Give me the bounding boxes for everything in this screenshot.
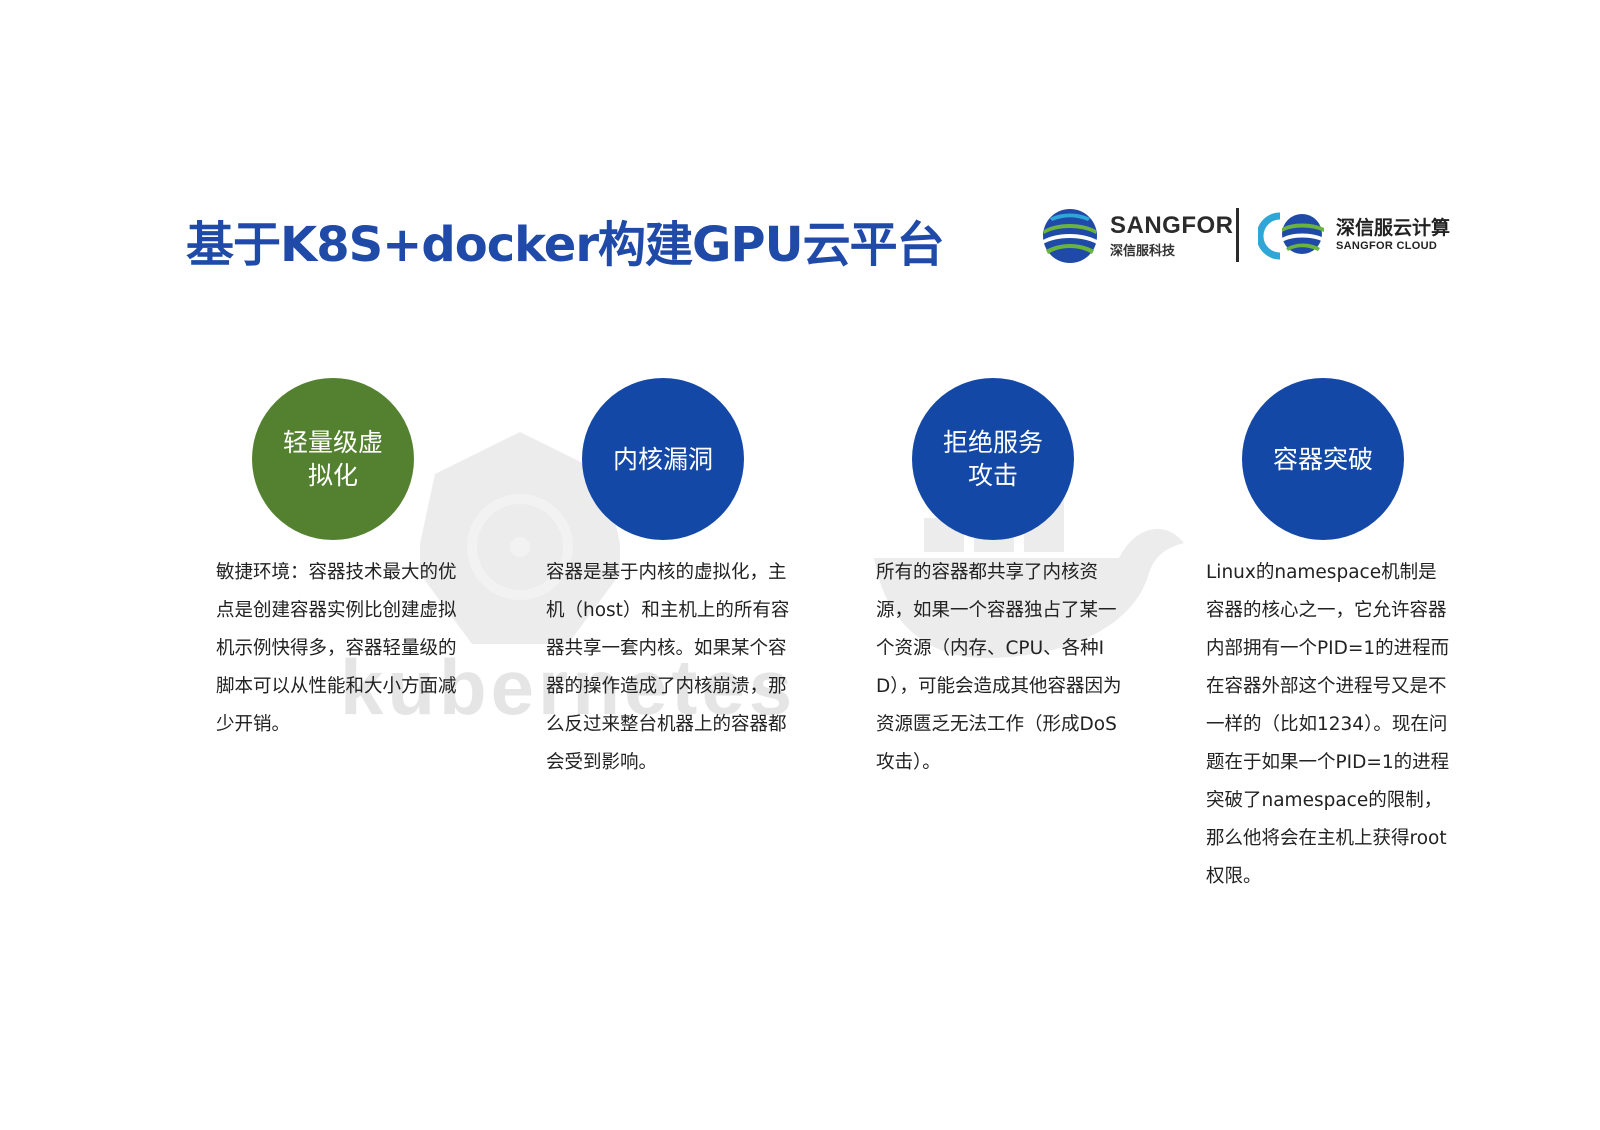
logo-divider — [1236, 208, 1239, 262]
sangfor-name: SANGFOR — [1110, 212, 1234, 239]
sangfor-cloud-icon — [1258, 212, 1324, 260]
feature-label: 轻量级虚拟化 — [282, 428, 383, 490]
feature-label: 拒绝服务攻击 — [942, 428, 1043, 490]
feature-label: 内核漏洞 — [612, 444, 713, 474]
sangfor-logo: SANGFOR 深信服科技 — [1042, 206, 1234, 264]
feature-circle: 内核漏洞 — [582, 378, 744, 540]
page-title: 基于K8S+docker构建GPU云平台 — [186, 217, 945, 273]
feature-label: 容器突破 — [1272, 444, 1373, 474]
feature-circle: 拒绝服务攻击 — [912, 378, 1074, 540]
feature-description: 所有的容器都共享了内核资源，如果一个容器独占了某一个资源（内存、CPU、各种ID… — [876, 562, 1122, 773]
feature-circle: 容器突破 — [1242, 378, 1404, 540]
sangfor-cloud-subtitle: SANGFOR CLOUD — [1336, 240, 1438, 252]
sangfor-cloud-name: 深信服云计算 — [1336, 217, 1451, 239]
sangfor-cloud-logo: 深信服云计算 SANGFOR CLOUD — [1258, 206, 1458, 264]
feature-description: 容器是基于内核的虚拟化，主机（host）和主机上的所有容器共享一套内核。如果某个… — [546, 562, 790, 773]
sangfor-globe-icon — [1043, 209, 1097, 263]
sangfor-subtitle: 深信服科技 — [1110, 244, 1176, 259]
kubernetes-watermark-text: kubernetes — [340, 643, 797, 731]
feature-description: Linux的namespace机制是容器的核心之一，它允许容器内部拥有一个PID… — [1206, 562, 1450, 887]
kubernetes-watermark-icon — [420, 432, 620, 644]
feature-circle: 轻量级虚拟化 — [252, 378, 414, 540]
feature-description: 敏捷环境：容器技术最大的优点是创建容器实例比创建虚拟机示例快得多，容器轻量级的脚… — [216, 562, 457, 735]
